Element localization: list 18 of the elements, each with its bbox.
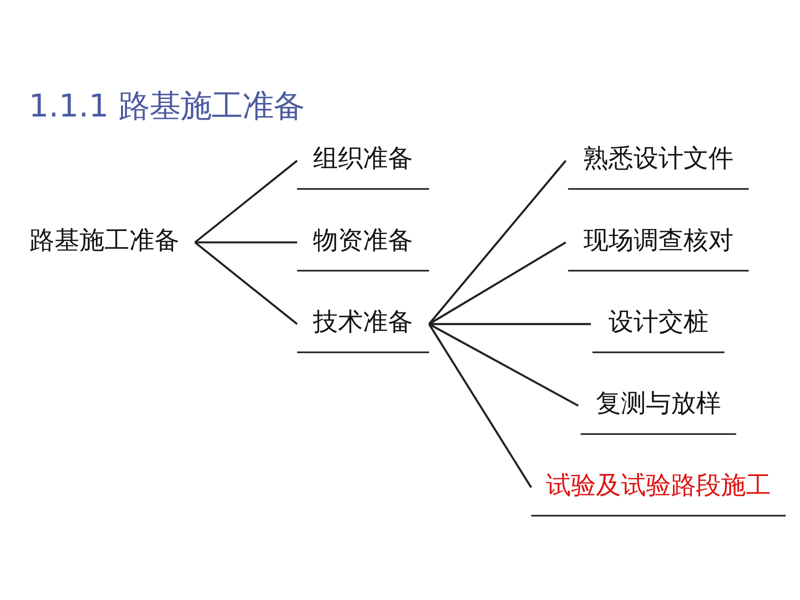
connector bbox=[429, 322, 591, 325]
node-text: 路基施工准备 bbox=[30, 224, 180, 254]
node-text: 试验及试验路段施工 bbox=[546, 470, 771, 499]
diagram-title: 1.1.1 路基施工准备 bbox=[28, 88, 305, 124]
connector bbox=[194, 241, 298, 324]
connector bbox=[428, 241, 566, 324]
node-text: 复测与放样 bbox=[596, 388, 721, 418]
node-text: 熟悉设计文件 bbox=[583, 143, 734, 172]
node-text: 设计交桩 bbox=[608, 306, 708, 336]
connector bbox=[428, 323, 532, 488]
node-text: 现场调查核对 bbox=[583, 224, 734, 254]
node-text: 物资准备 bbox=[313, 224, 414, 254]
connector bbox=[428, 322, 579, 406]
node-text: 技术准备 bbox=[313, 306, 414, 336]
connector bbox=[428, 160, 567, 324]
node-text: 组织准备 bbox=[313, 143, 414, 172]
connector bbox=[194, 159, 298, 243]
connector bbox=[195, 240, 298, 243]
